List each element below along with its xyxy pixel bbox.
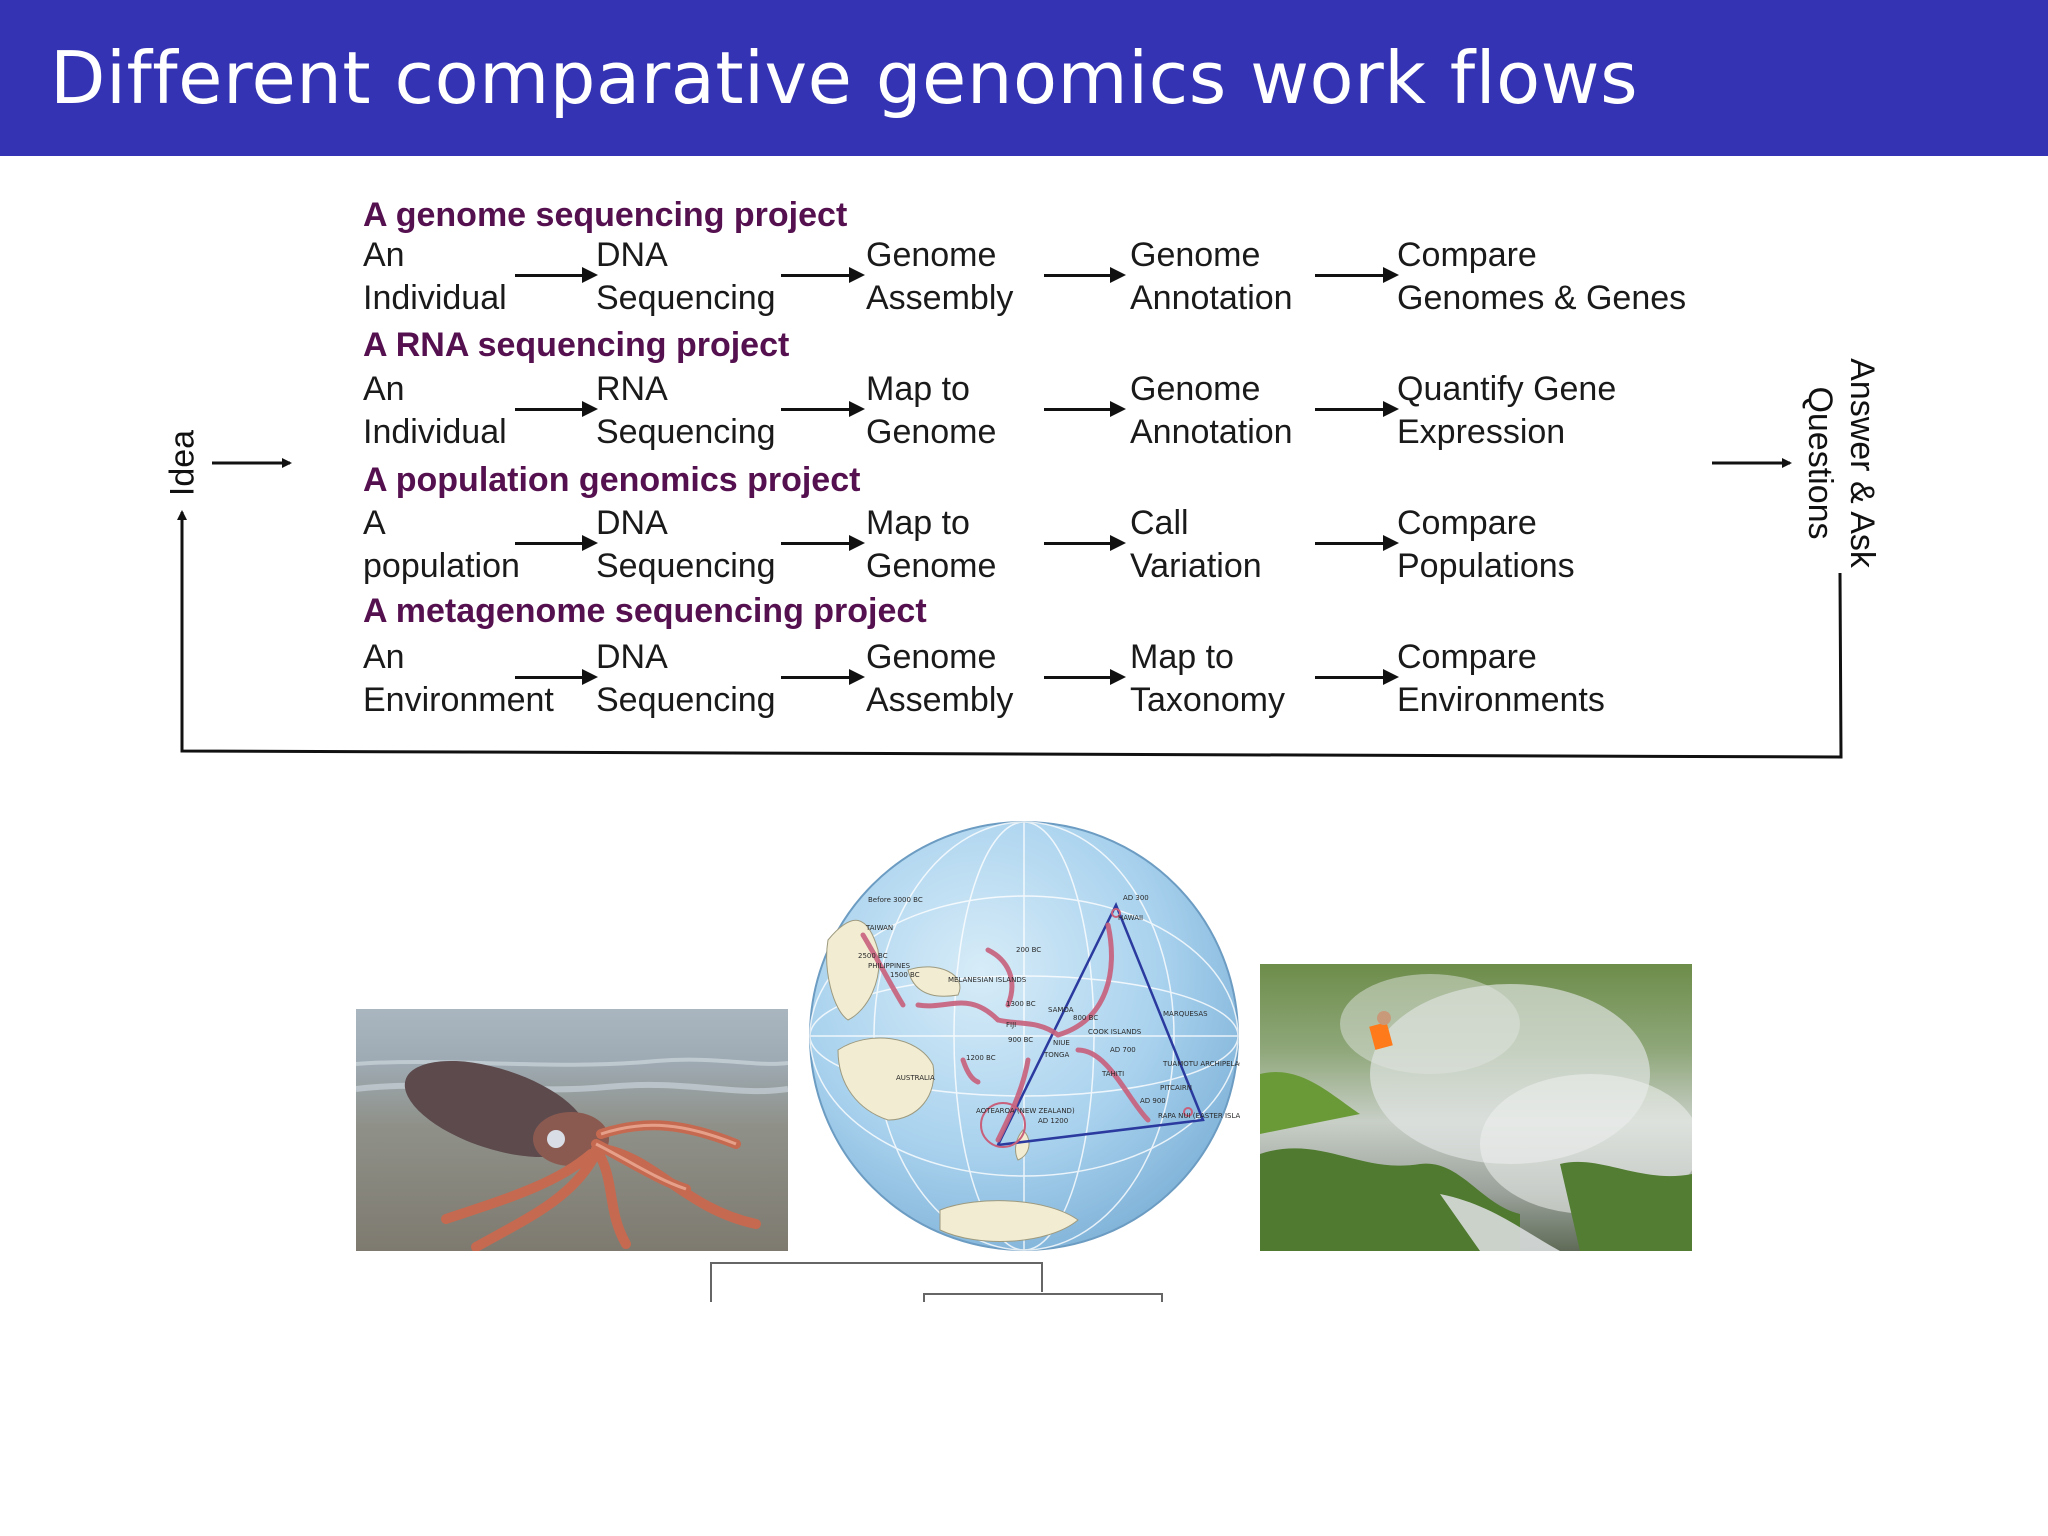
map-label: AD 900: [1140, 1097, 1166, 1105]
flow-arrow: [515, 535, 598, 551]
map-label: Before 3000 BC: [868, 896, 923, 904]
map-label: 900 BC: [1008, 1036, 1033, 1044]
workflow-step-sequencing: RNA Sequencing: [596, 370, 776, 451]
flow-arrow: [781, 267, 865, 283]
map-label: AD 700: [1110, 1046, 1136, 1054]
map-label: RAPA NUI (EASTER ISLAND): [1158, 1112, 1240, 1120]
map-label: AD 1200: [1038, 1117, 1068, 1125]
map-label: 800 BC: [1073, 1014, 1098, 1022]
answer-label-line1: Answer & Ask: [1843, 358, 1881, 568]
map-label: TONGA: [1043, 1051, 1069, 1059]
map-label: 200 BC: [1016, 946, 1041, 954]
flow-arrow: [1315, 669, 1399, 685]
map-label: 1500 BC: [890, 971, 920, 979]
map-label: AD 300: [1123, 894, 1149, 902]
workflow-step-step4: Genome Annotation: [1130, 236, 1293, 317]
workflow-step-step3: Genome Assembly: [866, 236, 1014, 317]
workflow-step-start: An Individual: [363, 236, 507, 317]
workflow-step-start: A population: [363, 504, 520, 585]
flow-arrow: [1315, 401, 1399, 417]
flow-arrow: [1315, 267, 1399, 283]
flow-arrow: [781, 669, 865, 685]
map-label: SAMOA: [1048, 1006, 1074, 1014]
workflow-step-step3: Map to Genome: [866, 370, 997, 451]
flow-arrow: [515, 267, 598, 283]
flow-arrow: [1044, 401, 1126, 417]
map-label: TAHITI: [1101, 1070, 1124, 1078]
workflow-step-step3: Map to Genome: [866, 504, 997, 585]
answer-label: Answer & Ask Questions: [1799, 358, 1883, 568]
map-label: MELANESIAN ISLANDS: [948, 976, 1027, 984]
workflow-step-result: Compare Environments: [1397, 638, 1605, 719]
workflow-step-result: Compare Populations: [1397, 504, 1575, 585]
project-title: A RNA sequencing project: [363, 326, 790, 364]
workflow-step-step4: Genome Annotation: [1130, 370, 1293, 451]
map-label: 2500 BC: [858, 952, 888, 960]
workflow-step-sequencing: DNA Sequencing: [596, 638, 776, 719]
workflow-step-start: An Environment: [363, 638, 554, 719]
map-label: AUSTRALIA: [896, 1074, 935, 1082]
map-label: MARQUESAS: [1163, 1010, 1208, 1018]
map-label: 1300 BC: [1006, 1000, 1036, 1008]
map-label: PITCAIRN: [1160, 1084, 1192, 1092]
flow-arrow: [515, 669, 598, 685]
project-title: A population genomics project: [363, 461, 861, 499]
workflow-step-result: Quantify Gene Expression: [1397, 370, 1617, 451]
giant-squid-photo: [356, 1009, 788, 1251]
idea-label: Idea: [163, 429, 202, 497]
slide-header: Different comparative genomics work flow…: [0, 0, 2048, 156]
flow-arrow: [1044, 669, 1126, 685]
flow-arrow: [781, 401, 865, 417]
flow-arrow: [515, 401, 598, 417]
flow-arrow: [1315, 535, 1399, 551]
geothermal-stream-photo: [1260, 964, 1692, 1251]
answer-label-line2: Questions: [1801, 386, 1839, 540]
map-label: COOK ISLANDS: [1088, 1028, 1142, 1036]
map-label: AOTEAROA (NEW ZEALAND): [976, 1107, 1075, 1115]
workflow-step-step3: Genome Assembly: [866, 638, 1014, 719]
workflow-step-step4: Map to Taxonomy: [1130, 638, 1285, 719]
map-label: TUAMOTU ARCHIPELAGO: [1162, 1060, 1240, 1068]
flow-arrow: [1044, 535, 1126, 551]
map-label: PHILIPPINES: [868, 962, 911, 970]
map-label: NIUE: [1053, 1039, 1070, 1047]
flow-arrow: [1044, 267, 1126, 283]
map-label: TAIWAN: [865, 924, 893, 932]
workflow-step-start: An Individual: [363, 370, 507, 451]
project-title: A metagenome sequencing project: [363, 592, 927, 630]
flow-arrow: [781, 535, 865, 551]
workflow-step-result: Compare Genomes & Genes: [1397, 236, 1687, 317]
workflow-step-sequencing: DNA Sequencing: [596, 236, 776, 317]
map-label: 1200 BC: [966, 1054, 996, 1062]
project-title: A genome sequencing project: [363, 196, 848, 234]
map-label: FIJI: [1006, 1021, 1016, 1029]
workflow-step-step4: Call Variation: [1130, 504, 1262, 585]
workflow-step-sequencing: DNA Sequencing: [596, 504, 776, 585]
map-label: HAWAII: [1118, 914, 1143, 922]
slide-title: Different comparative genomics work flow…: [50, 36, 1639, 120]
